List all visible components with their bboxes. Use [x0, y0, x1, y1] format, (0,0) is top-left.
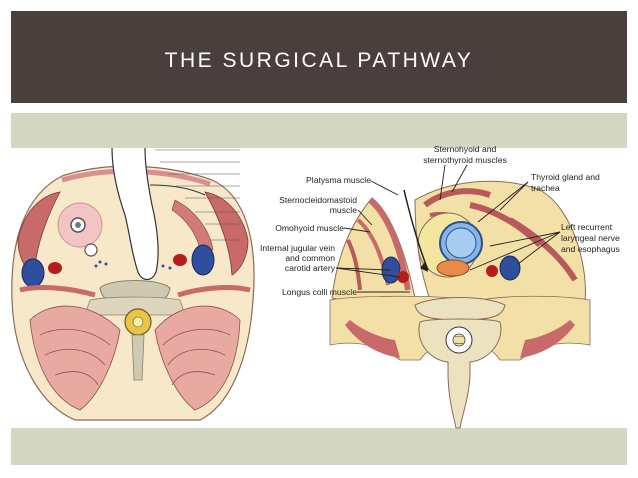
top-accent-band: [11, 113, 627, 148]
label-recurrent-line3: and esophagus: [561, 244, 620, 254]
esophagus-left-view: [84, 243, 98, 257]
label-jugular-line3: carotid artery: [285, 263, 336, 273]
label-scm-line1: Sternocleidomastoid: [279, 195, 357, 205]
carotid-artery-right: [173, 254, 187, 266]
vertebra: [418, 318, 502, 429]
label-scm-line2: muscle: [330, 205, 357, 215]
label-jugular-line1: Internal jugular vein: [260, 243, 335, 253]
bottom-accent-band: [11, 428, 627, 465]
label-recurrent-line2: laryngeal nerve: [561, 233, 620, 243]
carotid-artery-left: [48, 262, 62, 274]
carotid-artery-right-side: [486, 265, 498, 277]
left-cross-section-illustration: [10, 147, 256, 428]
label-thyroid-line2: trachea: [531, 183, 560, 193]
esophagus: [436, 259, 470, 277]
label-recurrent-line1: Left recurrent: [561, 222, 613, 232]
jugular-vein-right: [191, 244, 215, 276]
jugular-vein-left: [21, 258, 45, 288]
jugular-vein-right-side: [499, 255, 521, 281]
carotid-artery: [397, 271, 409, 283]
right-surgical-approach-illustration: Sternohyoid and sternothyroid muscles Pl…: [256, 144, 627, 429]
vertebral-body: [414, 297, 506, 321]
label-omohyoid: Omohyoid muscle: [275, 223, 344, 233]
slide-title: THE SURGICAL PATHWAY: [164, 49, 474, 72]
label-platysma: Platysma muscle: [306, 175, 371, 185]
label-jugular-line2: and common: [285, 253, 335, 263]
title-bar: THE SURGICAL PATHWAY: [11, 11, 627, 103]
label-sternohyoid-line1: Sternohyoid and: [434, 144, 497, 154]
surgeon-finger: [111, 147, 159, 281]
label-sternohyoid-line2: sternothyroid muscles: [423, 155, 507, 165]
label-longus-colli: Longus colli muscle: [282, 287, 357, 297]
label-thyroid-line1: Thyroid gland and: [531, 172, 600, 182]
